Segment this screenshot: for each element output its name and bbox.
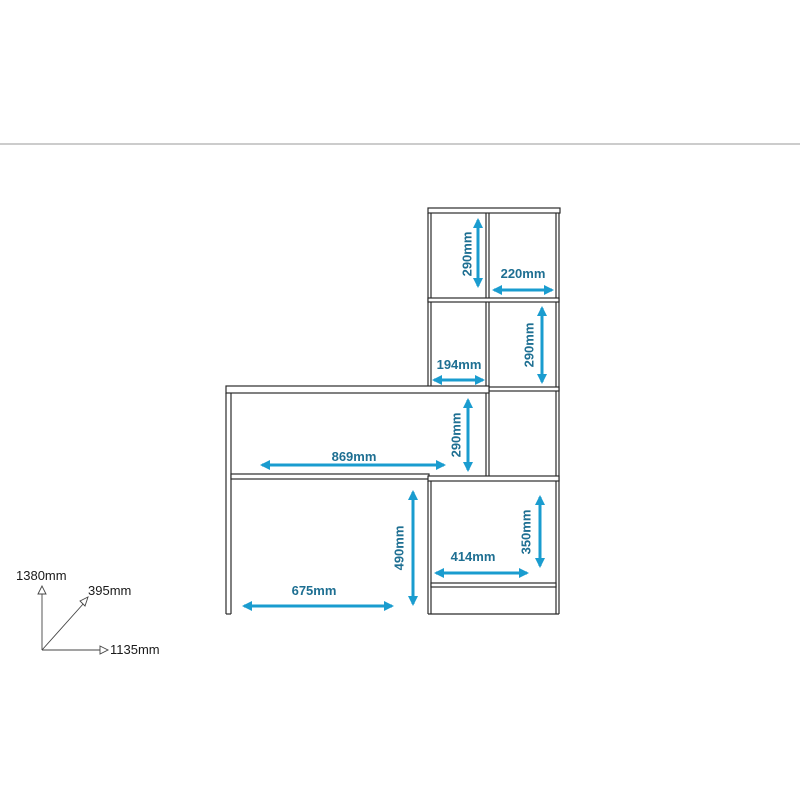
desk-top-panel [225,385,490,394]
label-lower-cell-height: 350mm [518,510,533,555]
desk-rail [230,473,430,480]
label-top-cell-width: 220mm [501,266,546,281]
tower-shelf-2 [488,386,560,392]
lower-block-shelf [430,582,557,588]
dimension-labels: 290mm 220mm 290mm 194mm 290mm 869mm 490m… [292,232,546,598]
axis-depth-line [41,602,85,651]
overall-depth-label: 395mm [88,583,131,598]
label-desk-width: 869mm [332,449,377,464]
label-leg-span: 675mm [292,583,337,598]
label-desk-upper-height: 290mm [448,413,463,458]
axis-depth-arrowhead [79,596,89,607]
tower-top-panel [427,207,561,214]
axis-height-arrowhead [37,584,47,595]
overall-dimensions-axis: 1380mm 395mm 1135mm [16,568,160,657]
label-lower-cell-width: 414mm [451,549,496,564]
label-top-cell-height: 290mm [459,232,474,277]
desk-outline [225,207,561,615]
overall-height-label: 1380mm [16,568,67,583]
axis-width-arrowhead [99,645,110,655]
lower-block-top [427,475,560,482]
dimension-arrows [242,218,554,611]
tower-shelf-1 [427,297,560,303]
label-mid-cell-height: 290mm [521,323,536,368]
label-mid-cell-width: 194mm [437,357,482,372]
label-leg-height: 490mm [391,526,406,571]
overall-width-label: 1135mm [110,642,160,657]
